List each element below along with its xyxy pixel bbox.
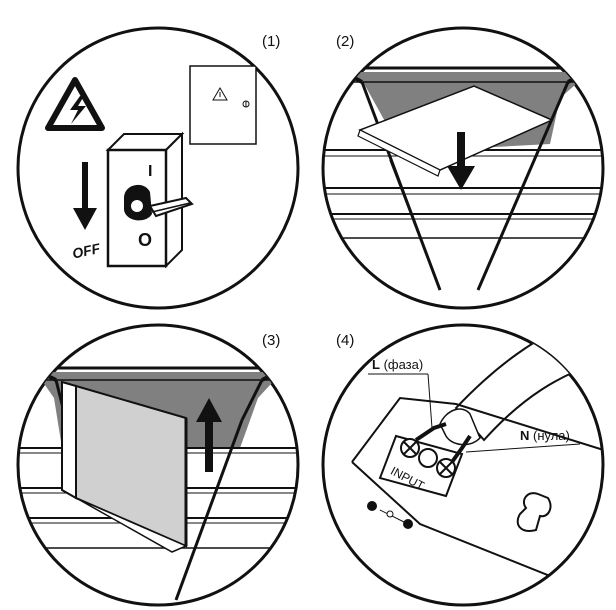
panel-2-remove-tile: (2) <box>321 26 605 310</box>
off-label: OFF <box>71 240 102 262</box>
phase-symbol-icon <box>367 501 377 511</box>
step-label-3: (3) <box>262 332 280 349</box>
panel-4-wiring: (4) <box>321 323 605 607</box>
neutral-symbol-icon <box>403 519 413 529</box>
driver-housing <box>351 396 603 601</box>
panel-3-insert-panel: (3) <box>16 323 300 607</box>
step-label-2: (2) <box>336 33 354 50</box>
step-label-1: (1) <box>262 33 280 50</box>
polarity-symbols <box>367 501 413 529</box>
led-panel <box>61 380 188 553</box>
power-switch: I O <box>105 131 194 269</box>
up-arrow-icon <box>196 398 222 472</box>
switch-on-symbol: I <box>148 163 152 180</box>
switch-off-symbol: O <box>138 230 152 250</box>
distribution-box-icon <box>189 65 257 145</box>
neutral-label: N (нула) <box>520 428 570 443</box>
terminal-hole-icon <box>418 448 438 468</box>
phase-label: L (фаза) <box>372 357 423 372</box>
high-voltage-warning-icon <box>45 77 105 131</box>
down-arrow-icon <box>73 162 97 230</box>
terminal-block <box>378 422 472 498</box>
down-arrow-icon <box>447 132 475 190</box>
panel-1-power-off: (1) OFF <box>16 26 300 310</box>
step-label-4: (4) <box>336 332 354 349</box>
